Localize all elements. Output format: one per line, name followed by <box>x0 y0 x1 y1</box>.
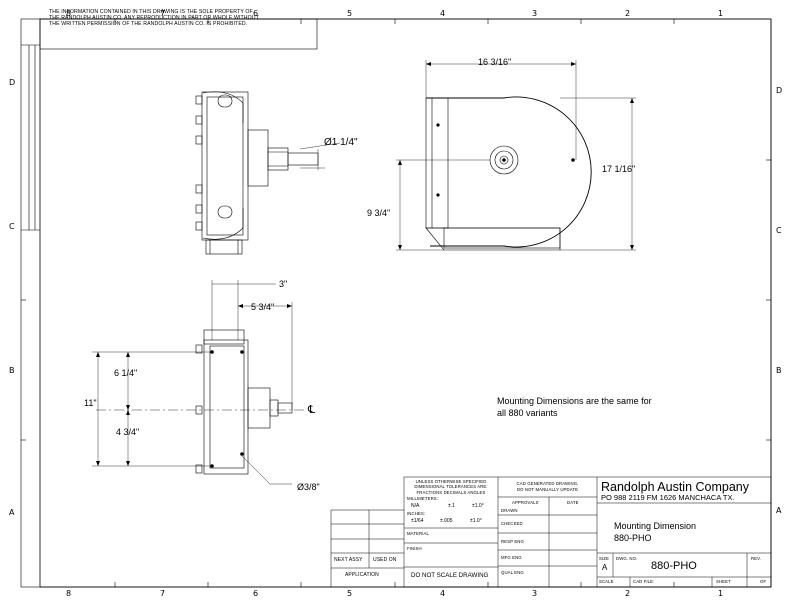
do-not-scale: DO NOT SCALE DRAWING <box>411 572 489 579</box>
drawing-title-line2: 880-PHO <box>614 533 652 543</box>
cad-note-line: CAD GENERATED DRAWING, <box>516 481 579 486</box>
drawing-title-line1: Mounting Dimension <box>614 521 697 531</box>
zone-col-5: 5 <box>347 9 353 18</box>
zone-col-2: 2 <box>625 9 631 18</box>
inches-label: INCHES: <box>407 511 426 516</box>
dim-lower-4-3-4: 4 3/4" <box>116 427 140 437</box>
zone-col-1: 1 <box>718 589 724 598</box>
company-name: Randolph Austin Company <box>601 480 750 494</box>
inch-angles: ±1.0° <box>470 518 482 524</box>
zone-col-2: 2 <box>625 589 631 598</box>
zone-row-b: B <box>776 366 782 375</box>
zone-col-8: 8 <box>66 9 72 18</box>
zone-col-3: 3 <box>532 589 538 598</box>
dim-front-height: 17 1/16" <box>602 164 636 174</box>
zone-col-4: 4 <box>440 589 446 598</box>
dim-upper-6-1-4: 6 1/4" <box>114 368 138 378</box>
zone-row-c: C <box>776 226 782 235</box>
drawn-label: DRAWN <box>501 508 518 513</box>
ownership-notice: THE INFORMATION CONTAINED IN THIS DRAWIN… <box>49 9 259 27</box>
centerline-symbol: ℄ <box>308 404 316 416</box>
zone-row-d: D <box>776 86 783 95</box>
zone-col-7: 7 <box>160 9 166 18</box>
zone-row-d: D <box>9 78 16 87</box>
mm-fractions: N/A <box>411 503 420 509</box>
mm-decimals: ±.1 <box>448 503 455 509</box>
side-view <box>195 91 341 255</box>
millimeters-label: MILLIMETERS: <box>407 496 439 501</box>
dim-offset-5-3-4: 5 3/4" <box>251 302 275 312</box>
tolerance-line: FRACTIONS DECIMALS ANGLES <box>416 489 486 495</box>
mfg-eng-label: MFG ENG <box>501 555 522 560</box>
tolerance-line: UNLESS OTHERWISE SPECIFIED <box>415 479 487 484</box>
zone-row-a: A <box>9 508 15 517</box>
dim-front-width: 16 3/16" <box>478 57 512 67</box>
dim-offset-3: 3" <box>279 279 288 289</box>
note-line: Mounting Dimensions are the same for <box>497 396 652 406</box>
scale-label: SCALE <box>599 579 614 584</box>
company-address: PO 988 2119 FM 1626 MANCHACA TX. <box>601 493 735 502</box>
zone-col-7: 7 <box>160 589 166 598</box>
rev-label: REV. <box>751 556 762 561</box>
cad-file-label: CAD FILE: <box>633 579 655 584</box>
zone-col-3: 3 <box>532 9 538 18</box>
tolerance-line: DIMENSIONAL TOLERANCES ARE: <box>414 484 488 490</box>
zone-col-6: 6 <box>253 589 259 598</box>
qual-eng-label: QUAL ENG <box>501 570 524 575</box>
note-line: all 880 variants <box>497 408 558 418</box>
zone-ticks <box>21 19 771 587</box>
tolerance-header: UNLESS OTHERWISE SPECIFIED DIMENSIONAL T… <box>407 479 495 495</box>
cad-note-line: DO NOT MANUALLY UPDATE <box>516 486 579 492</box>
zone-col-4: 4 <box>440 9 446 18</box>
dwg-no-value: 880-PHO <box>651 560 697 572</box>
mounting-note: Mounting Dimensions are the same for all… <box>497 395 652 419</box>
notice-line: THE INFORMATION CONTAINED IN THIS DRAWIN… <box>49 9 253 15</box>
used-on-label: USED ON <box>373 557 397 563</box>
dim-shaft-diameter: Ø1 1/4" <box>324 137 358 148</box>
front-view <box>396 60 636 251</box>
zone-row-c: C <box>9 222 15 231</box>
dim-center-height: 9 3/4" <box>367 208 391 218</box>
notice-line: THE RANDOLPH AUSTIN CO. ANY REPRODUCTION… <box>49 15 259 21</box>
application-label: APPLICATION <box>345 572 379 578</box>
size-value: A <box>602 563 608 572</box>
approvals-label: APPROVALS <box>512 500 539 505</box>
mm-angles: ±1.0° <box>472 503 484 509</box>
zone-col-1: 1 <box>718 9 724 18</box>
resp-eng-label: RESP ENG <box>501 539 524 544</box>
cad-note: CAD GENERATED DRAWING, DO NOT MANUALLY U… <box>501 481 594 492</box>
dim-hole-diameter: Ø3/8" <box>297 482 320 492</box>
zone-row-b: B <box>9 366 15 375</box>
material-label: MATERIAL <box>407 531 429 536</box>
top-view <box>92 280 305 485</box>
zone-col-6: 6 <box>253 9 259 18</box>
notice-box <box>39 18 318 50</box>
sheet-label: SHEET <box>716 579 731 584</box>
size-label: SIZE <box>599 556 609 561</box>
finish-label: FINISH <box>407 546 422 551</box>
title-block-lines <box>330 476 772 588</box>
inch-fractions: ±1/64 <box>411 518 424 524</box>
next-assy-label: NEXT ASSY <box>334 557 363 563</box>
zone-row-a: A <box>776 506 782 515</box>
dwg-no-label: DWG. NO. <box>616 556 638 561</box>
notice-line: THE WRITTEN PERMISSION OF THE RANDOLPH A… <box>49 21 248 27</box>
checked-label: CHECKED <box>501 521 523 526</box>
date-label: DATE <box>567 500 579 505</box>
dim-total-11: 11" <box>84 398 97 408</box>
zone-col-8: 8 <box>66 589 72 598</box>
inch-decimals: ±.005 <box>440 518 453 524</box>
zone-col-5: 5 <box>347 589 353 598</box>
of-label: OF <box>760 579 767 584</box>
